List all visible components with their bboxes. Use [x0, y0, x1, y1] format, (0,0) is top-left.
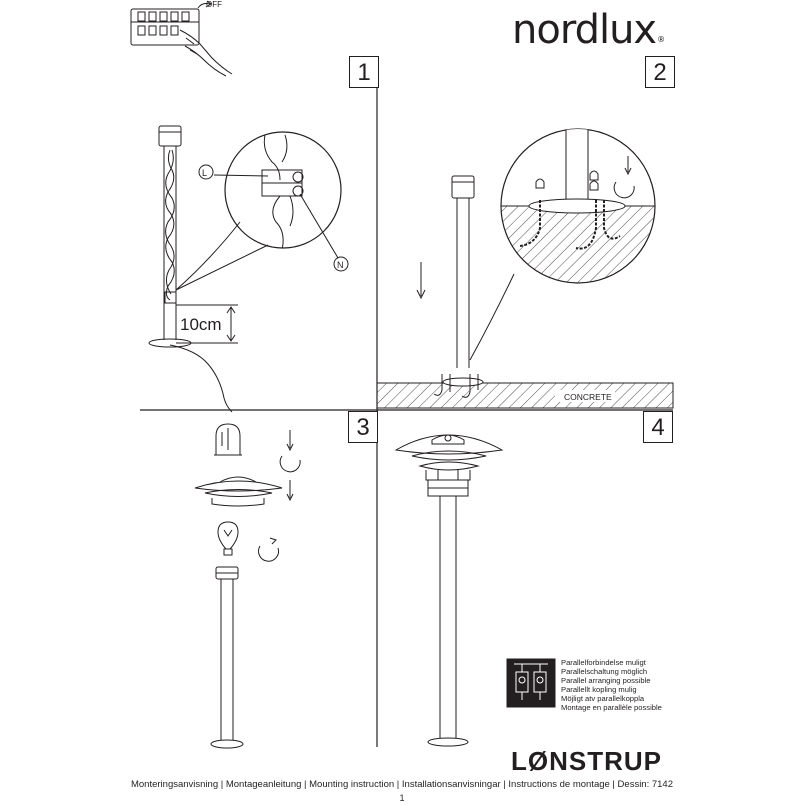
- neutral-wire-label: N: [337, 260, 344, 270]
- step-number-1: 1: [349, 56, 379, 88]
- parallel-line-da: Parallelforbindelse muligt: [561, 658, 646, 667]
- concrete-slab: [376, 382, 674, 409]
- step-number-4: 4: [643, 411, 673, 443]
- switch-off-illustration: [130, 0, 233, 77]
- parallel-line-en: Parallel arranging possible: [561, 675, 651, 685]
- concrete-label-bg: [555, 390, 615, 402]
- brand-name: nordlux: [512, 7, 657, 53]
- registered-mark: ®: [657, 35, 665, 44]
- step2-bollard: [416, 175, 515, 398]
- step4-assembled-lamp: [394, 434, 504, 747]
- footer-text: Monteringsanvisning | Montageanleitung |…: [130, 779, 673, 790]
- parallel-connection-icon: [506, 658, 556, 708]
- step3-components: [194, 423, 301, 749]
- parallel-line-sv: Möjligt atv parallelkoppla: [561, 693, 645, 703]
- parallel-connection-text: Parallelforbindelse muligt Parallelschal…: [561, 658, 662, 712]
- step-number-2: 2: [645, 56, 675, 88]
- anchor-bolt-detail: [500, 128, 656, 284]
- height-label: 10cm: [180, 315, 222, 334]
- off-label: OFF: [206, 0, 222, 9]
- step1-bollard: [148, 125, 238, 413]
- terminal-block-detail: [175, 131, 349, 291]
- parallel-line-no: Parallellt kopling mulig: [561, 684, 637, 694]
- product-name: LØNSTRUP: [511, 746, 662, 776]
- parallel-line-de: Parallelschaltung möglich: [561, 666, 648, 676]
- parallel-line-fr: Montage en parallèle possible: [561, 702, 662, 712]
- concrete-label: CONCRETE: [564, 392, 612, 402]
- brand-logo: nordlux®: [512, 6, 665, 54]
- step-number-3: 3: [348, 411, 378, 443]
- page-number: 1: [399, 793, 405, 803]
- live-wire-label: L: [202, 168, 207, 178]
